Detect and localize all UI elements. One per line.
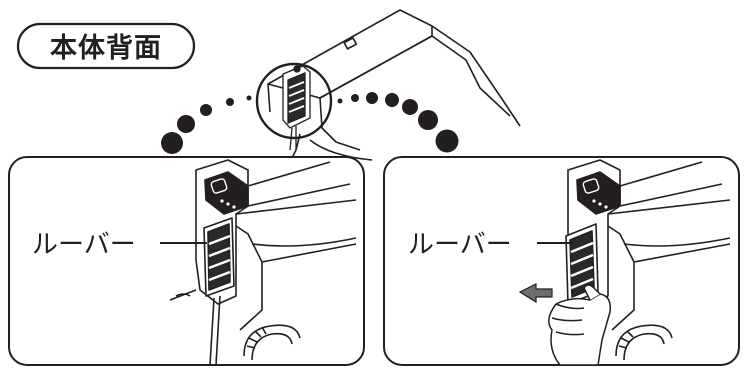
overview-illustration: 本体背面: [16, 9, 521, 161]
left-hose: [243, 324, 301, 361]
right-louver-label: ルーバー: [408, 230, 512, 260]
left-louver: [203, 217, 235, 297]
magnifier-circle: [255, 62, 333, 140]
left-unit-illustration: [169, 159, 357, 366]
magnified-vent: [282, 65, 311, 151]
title-text: 本体背面: [50, 33, 162, 64]
left-panel: ルーバー: [8, 156, 365, 366]
title-badge: 本体背面: [16, 22, 196, 70]
right-panel: ルーバー: [383, 156, 740, 366]
connector-dots-right: [337, 92, 459, 153]
connector-dots-left: [161, 95, 252, 154]
left-louver-label: ルーバー: [32, 230, 136, 260]
finger-icon: [548, 293, 612, 366]
hand-illustration: [548, 284, 612, 366]
pull-arrow-icon: [518, 283, 553, 304]
right-hose: [615, 324, 673, 361]
